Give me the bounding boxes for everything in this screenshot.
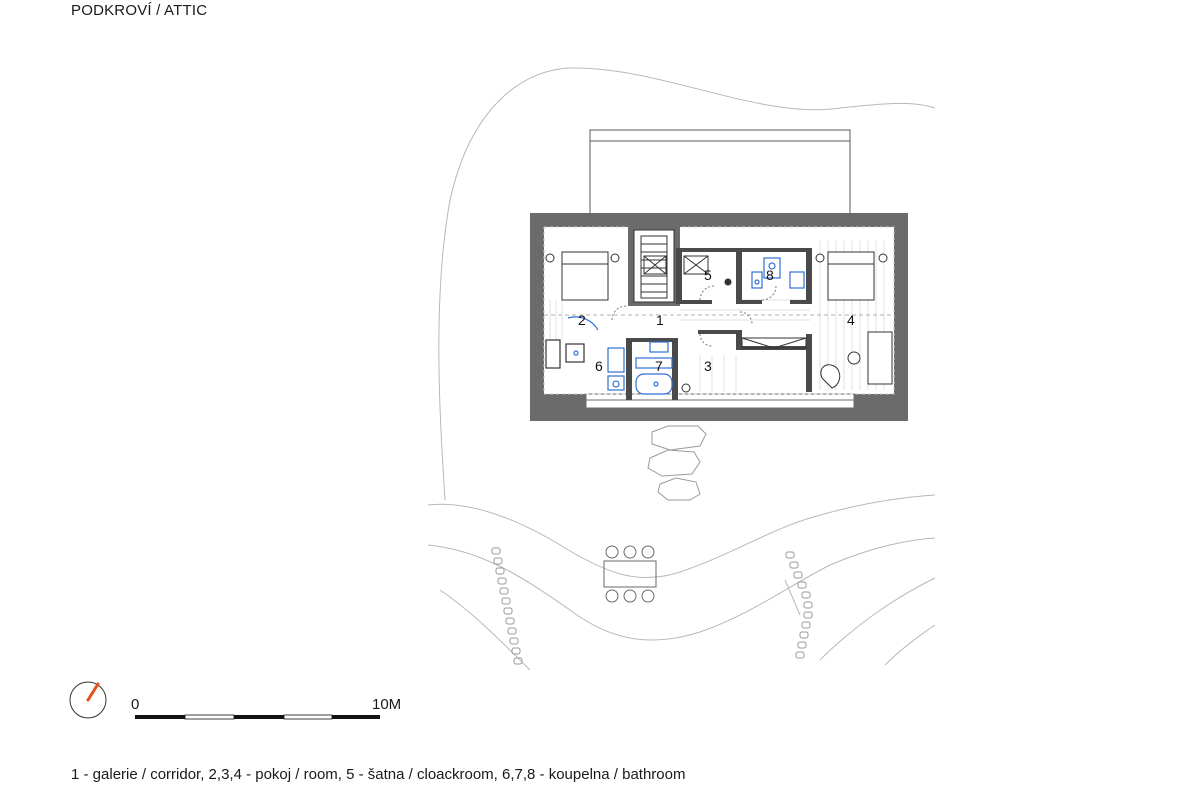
room-3-wardrobe	[681, 337, 807, 393]
bed-room-2	[545, 251, 620, 301]
outdoor-table	[603, 545, 657, 603]
scale-bar	[135, 714, 380, 720]
room-label-8: 8	[766, 267, 774, 283]
house-plan: 1 2 3 4 5 6 7 8	[530, 213, 908, 421]
room-4-furniture	[820, 331, 893, 389]
scale-start-label: 0	[131, 696, 140, 713]
roof-outline	[589, 129, 851, 213]
cloakroom-shelves	[643, 255, 732, 286]
room-labels: 1 2 3 4 5 6 7 8	[578, 267, 855, 374]
scale-end-label: 10M	[372, 696, 402, 713]
room-label-6: 6	[595, 358, 603, 374]
room-label-1: 1	[656, 312, 664, 328]
drawing-title: PODKROVÍ / ATTIC	[71, 2, 208, 19]
room-label-4: 4	[847, 312, 855, 328]
north-arrow-icon	[69, 681, 107, 719]
bathroom-fixtures	[545, 257, 805, 395]
room-label-2: 2	[578, 312, 586, 328]
room-legend: 1 - galerie / corridor, 2,3,4 - pokoj / …	[71, 766, 686, 783]
door-swings	[611, 285, 777, 347]
room-label-7: 7	[655, 358, 663, 374]
garden-stones-left	[491, 547, 523, 665]
staircase	[628, 224, 680, 306]
terrain-lines	[427, 67, 936, 671]
room-label-5: 5	[704, 267, 712, 283]
room-label-3: 3	[704, 358, 712, 374]
garden-stones-right	[785, 551, 813, 659]
stepping-stones	[647, 425, 707, 501]
bed-room-4	[815, 251, 888, 301]
